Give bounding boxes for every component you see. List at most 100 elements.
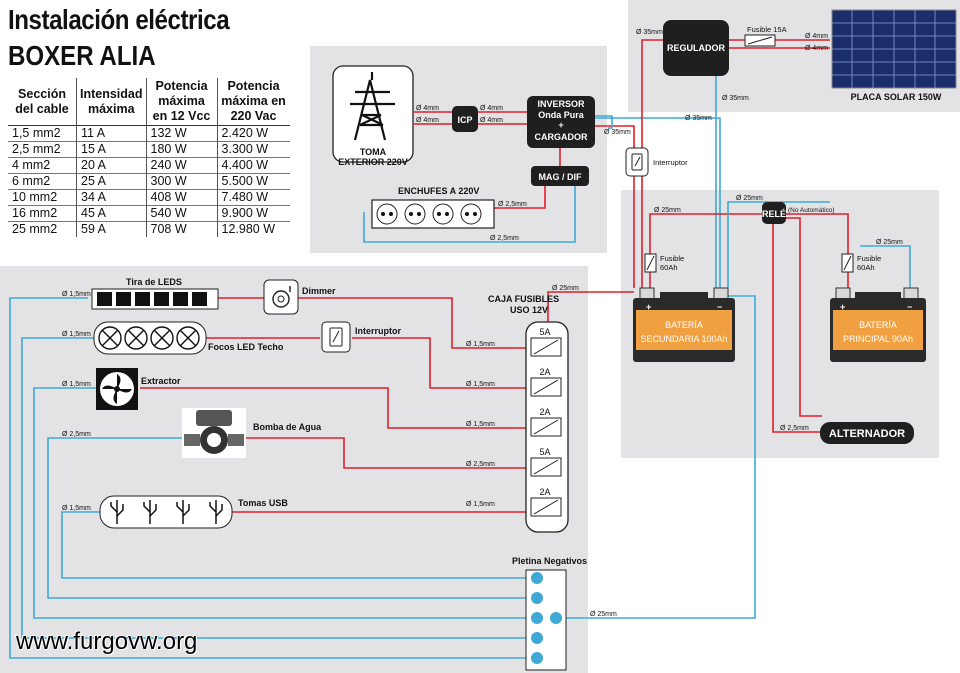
tira-leds-icon xyxy=(91,288,219,310)
table-cell: 25 A xyxy=(76,173,147,190)
wire-label: Ø 1,5mm xyxy=(62,505,91,512)
col-intensidad: Intensidad máxima xyxy=(76,78,147,126)
toma-exterior-label-1: TOMA xyxy=(360,147,387,157)
interruptor-left-icon xyxy=(321,321,351,353)
socket-icon xyxy=(460,203,482,225)
caja-fusibles-label-1: CAJA FUSIBLES xyxy=(488,294,559,304)
wire-label: Ø 1,5mm xyxy=(466,421,495,428)
table-cell: 2,5 mm2 xyxy=(8,141,77,158)
table-cell: 3.300 W xyxy=(216,141,290,158)
fusible-60a-sec-rating: 60Ah xyxy=(660,263,678,272)
caja-fusibles-label-2: USO 12V xyxy=(510,305,548,315)
table-cell: 4.400 W xyxy=(216,157,290,174)
wire-focos-neg xyxy=(21,337,530,639)
wire-label: Ø 25mm xyxy=(590,611,617,618)
table-cell: 9.900 W xyxy=(216,205,290,222)
fuse-element xyxy=(533,339,559,355)
pletina-terminal xyxy=(531,652,543,664)
fan-icon xyxy=(96,368,138,410)
table-cell: 300 W xyxy=(145,173,218,190)
dimmer-icon xyxy=(263,279,299,315)
bateria-sec-minus: − xyxy=(717,302,722,312)
wire-label: Ø 25mm xyxy=(654,207,681,214)
table-cell: 132 W xyxy=(145,125,218,142)
fusible-15a-label: Fusible 15A xyxy=(747,25,787,34)
mag-dif-box xyxy=(531,166,589,186)
wire-usb-neg xyxy=(61,511,530,579)
pletina-terminal xyxy=(531,612,543,624)
interruptor-top-label: Interruptor xyxy=(653,158,688,167)
icp-label: ICP xyxy=(457,115,472,125)
fuse-rating: 5A xyxy=(539,327,550,337)
fuse-rating: 2A xyxy=(539,487,550,497)
bomba-label: Bomba de Agua xyxy=(253,422,322,432)
wire-leds-pos xyxy=(218,297,530,349)
toma-exterior-label-2: EXTERIOR 220V xyxy=(338,157,408,167)
wire-label: Ø 1,5mm xyxy=(466,501,495,508)
wire-label: Ø 35mm xyxy=(604,129,631,136)
table-cell: 15 A xyxy=(76,141,147,158)
toma-exterior-box xyxy=(332,65,414,163)
bateria-sec-plus: + xyxy=(646,302,651,312)
rele-note: (No Automático) xyxy=(788,207,835,214)
wire-pri-neg xyxy=(860,245,911,288)
fuse-rating: 5A xyxy=(539,447,550,457)
wire-extractor-pos xyxy=(140,387,530,429)
wire-bat-caja xyxy=(547,291,634,322)
inversor-label-2: Onda Pura xyxy=(538,110,585,120)
regulador-label: REGULADOR xyxy=(667,43,725,53)
pump-icon xyxy=(182,408,246,458)
table-cell: 6 mm2 xyxy=(8,173,77,190)
wire-fuse-rele xyxy=(649,213,764,254)
solar-panel-icon xyxy=(831,9,957,89)
tira-leds-label: Tira de LEDS xyxy=(126,277,182,287)
extractor-label: Extractor xyxy=(141,376,181,386)
inversor-label-3: + xyxy=(558,120,563,130)
wire-enchufes-return xyxy=(363,186,576,243)
col-seccion: Sección del cable xyxy=(8,78,77,126)
usb-icon xyxy=(209,500,223,524)
table-cell: 5.500 W xyxy=(216,173,290,190)
wire-label: Ø 2,5mm xyxy=(498,201,527,208)
table-cell: 20 A xyxy=(76,157,147,174)
bateria-sec-label-2: SECUNDARIA 100Ah xyxy=(640,334,727,344)
wire-int-pos xyxy=(352,337,530,389)
bateria-pri-minus: − xyxy=(907,302,912,312)
usb-icon xyxy=(143,500,157,524)
table-cell: 180 W xyxy=(145,141,218,158)
bateria-pri-label-1: BATERÍA xyxy=(859,320,897,330)
wire-inv-neg-right xyxy=(595,117,721,288)
wire-bomba-pos xyxy=(246,437,530,469)
bateria-pri-label-2: PRINCIPAL 90Ah xyxy=(843,334,913,344)
dimmer-label: Dimmer xyxy=(302,286,336,296)
fusible-60a-pri-element xyxy=(843,255,852,271)
page-title: Instalación eléctrica xyxy=(8,4,230,35)
wire-label: Ø 4mm xyxy=(480,117,503,124)
placa-solar-label: PLACA SOLAR 150W xyxy=(851,92,942,102)
table-cell: 1,5 mm2 xyxy=(8,125,77,142)
wire-label: Ø 1,5mm xyxy=(62,331,91,338)
wire-inv-bat-neg xyxy=(595,115,613,129)
regulador-box xyxy=(663,20,729,76)
wire-alt-rele-ctrl xyxy=(786,217,822,417)
alternador-box xyxy=(820,422,914,444)
table-cell: 59 A xyxy=(76,221,147,237)
fusible-60a-pri-label: Fusible xyxy=(857,254,881,263)
wire-label: Ø 35mm xyxy=(636,29,663,36)
wire-label: Ø 1,5mm xyxy=(466,341,495,348)
fuse-rating: 2A xyxy=(539,407,550,417)
wire-label: Ø 4mm xyxy=(480,105,503,112)
wire-label: Ø 2,5mm xyxy=(780,425,809,432)
pletina-label: Pletina Negativos xyxy=(512,556,587,566)
table-cell: 240 W xyxy=(145,157,218,174)
bateria-pri-plus: + xyxy=(840,302,845,312)
inversor-label-4: CARGADOR xyxy=(535,132,588,142)
table-cell: 11 A xyxy=(76,125,147,142)
pletina-terminal xyxy=(550,612,562,624)
bateria-sec-label-1: BATERÍA xyxy=(665,320,703,330)
